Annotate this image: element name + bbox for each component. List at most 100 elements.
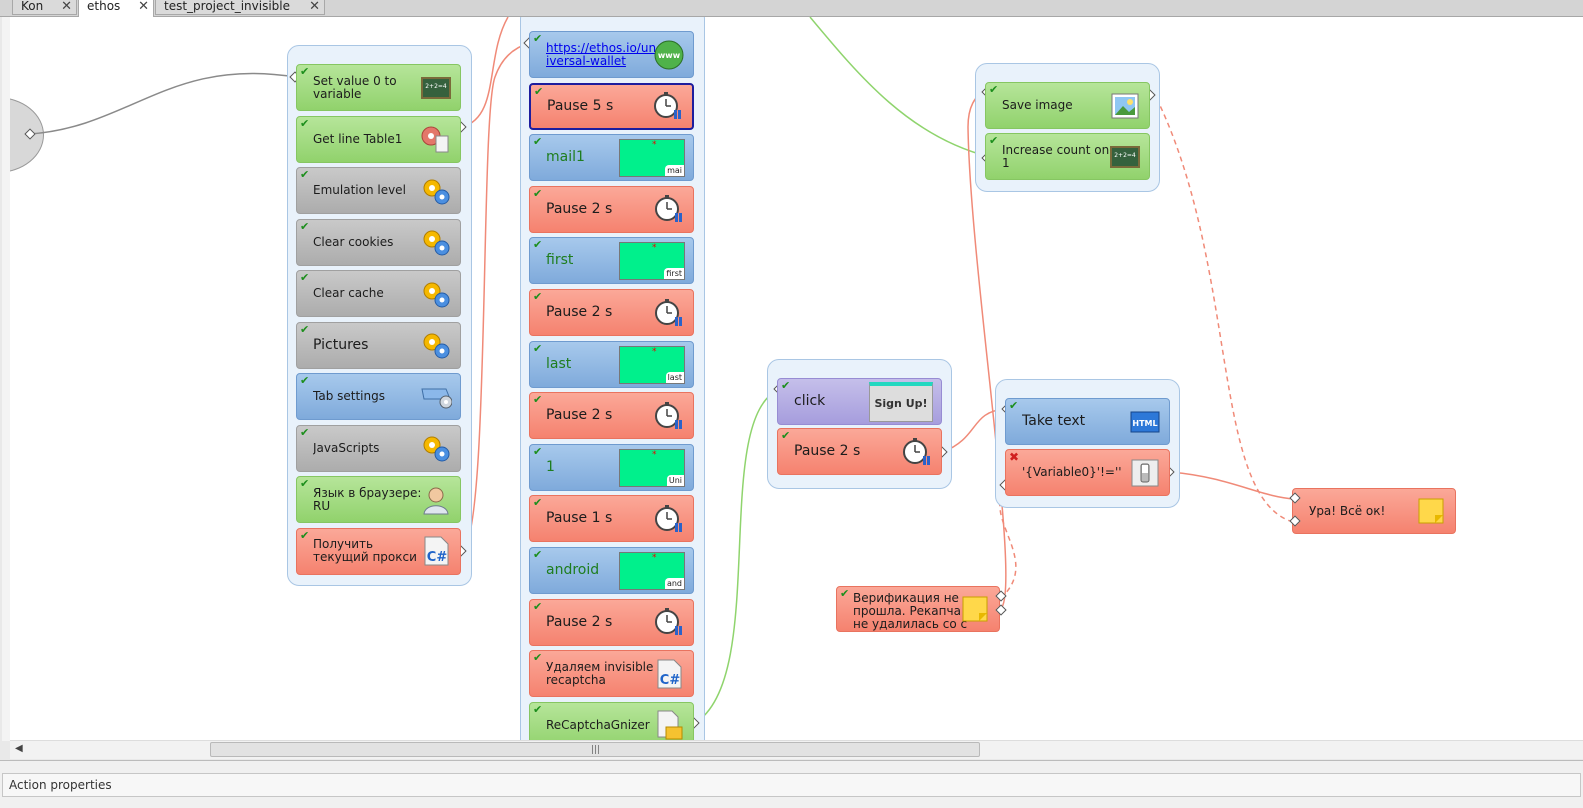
block-label: Pause 2 s (546, 304, 613, 320)
block-label: Save image (1002, 98, 1073, 112)
bottom-panel: Action properties (0, 760, 1583, 808)
link-proxy (461, 42, 531, 553)
group2-block[interactable]: ✔Pause 2 s (529, 185, 694, 233)
tab-bar: Kon ✕ ethos ✕ test_project_invisible ✕ (0, 0, 1583, 17)
gear-document-icon (420, 123, 452, 155)
group1-block[interactable]: ✔JavaScripts (296, 424, 461, 472)
block-label: Pause 2 s (546, 407, 613, 424)
check-icon: ✔ (300, 271, 310, 284)
group3-block[interactable]: ✔Pause 2 s (777, 428, 942, 475)
check-icon: ✔ (300, 374, 310, 387)
check-icon: ✔ (989, 134, 999, 147)
group1-block[interactable]: ✔Clear cache (296, 270, 461, 317)
chalkboard-icon: 2+2=4 (1109, 141, 1141, 173)
check-icon: ✔ (533, 290, 543, 303)
stopwatch-icon (653, 297, 685, 329)
check-icon: ✔ (1009, 399, 1019, 412)
check-icon: ✔ (300, 528, 310, 542)
group2-block[interactable]: ✔Pause 2 s (529, 289, 694, 336)
close-icon[interactable]: ✕ (309, 0, 320, 14)
block-label: Increase count on 1 (1002, 142, 1110, 170)
group2-block[interactable]: ✔mail1*mai (529, 134, 694, 182)
block-label: Ура! Всё ок! (1309, 503, 1386, 518)
fail-note-block[interactable]: ✔ Верификация не прошла. Рекапча не удал… (836, 586, 1000, 632)
block-label: click (794, 393, 826, 409)
block-label: Emulation level (313, 183, 406, 197)
group2-block[interactable]: ✔Pause 2 s (529, 598, 694, 646)
link-recaptcha (694, 388, 781, 724)
check-icon: ✔ (300, 425, 310, 439)
error-icon: ✖ (1009, 450, 1020, 464)
ok-note-block[interactable]: Ура! Всё ок! (1292, 488, 1456, 534)
group2-block[interactable]: ✔first*first (529, 237, 694, 285)
block-label: mail1 (546, 149, 585, 166)
tab-kon[interactable]: Kon ✕ (12, 0, 77, 15)
block-label: Удаляем invisible recaptcha (546, 659, 654, 687)
project-canvas[interactable]: Ура! Всё ок! ✔ Верификация не прошла. Ре… (2, 17, 1583, 741)
close-icon[interactable]: ✕ (138, 0, 149, 14)
stopwatch-icon (901, 436, 933, 468)
group2-block[interactable]: ✔android*and (529, 547, 694, 594)
required-marker: * (652, 243, 657, 254)
link-start (29, 72, 296, 135)
group2-block[interactable]: ✔last*last (529, 340, 694, 388)
check-icon: ✔ (300, 116, 310, 130)
block-label: Clear cookies (313, 234, 394, 249)
block-label: last (546, 355, 572, 372)
group2-block[interactable]: ✔1*Uni (529, 443, 694, 491)
group5-block[interactable]: ✖'{Variable0}'!='' (1005, 449, 1170, 496)
tab-test-project-invisible[interactable]: test_project_invisible ✕ (155, 0, 325, 15)
tab-ethos[interactable]: ethos ✕ (78, 0, 154, 17)
element-preview: *Uni (619, 448, 685, 487)
check-icon: ✔ (533, 238, 543, 252)
check-icon: ✔ (300, 477, 310, 490)
element-preview: *mai (619, 139, 685, 178)
check-icon: ✔ (533, 599, 543, 613)
action-properties-header[interactable]: Action properties (2, 773, 1581, 797)
group2-block[interactable]: ✔Pause 1 s (529, 495, 694, 543)
check-icon: ✔ (533, 32, 543, 45)
block-label: JavaScripts (313, 440, 380, 455)
check-icon: ✔ (533, 651, 543, 665)
required-marker: * (652, 449, 657, 460)
close-icon[interactable]: ✕ (61, 0, 72, 14)
horizontal-scrollbar[interactable]: ◀ ||| (10, 740, 1583, 759)
check-icon: ✔ (781, 429, 791, 442)
group2-block[interactable]: ✔Pause 2 s (529, 392, 694, 440)
group1-block[interactable]: ✔Язык в браузере: RU (296, 476, 461, 523)
link-ok-save (1154, 94, 1294, 523)
block-label: Tab settings (313, 389, 385, 403)
group1-block[interactable]: ✔Emulation level (296, 167, 461, 214)
check-icon: ✔ (533, 548, 543, 561)
csharp-icon: C# (653, 658, 685, 690)
gears-icon (420, 226, 452, 258)
scroll-thumb[interactable]: ||| (210, 742, 980, 757)
group1-block[interactable]: ✔Pictures (296, 321, 461, 369)
element-preview: *and (619, 552, 685, 590)
group1-block[interactable]: ✔Tab settings (296, 373, 461, 420)
group2-block[interactable]: ✔Pause 5 s (529, 82, 694, 130)
check-icon: ✔ (533, 393, 543, 407)
group1-block[interactable]: ✔Clear cookies (296, 218, 461, 266)
block-label: Take text (1022, 413, 1086, 429)
block-label: Pause 2 s (546, 613, 613, 630)
check-icon: ✔ (300, 322, 310, 336)
block-label: '{Variable0}'!='' (1022, 465, 1122, 479)
check-icon: ✔ (533, 186, 543, 200)
group1-block[interactable]: ✔Get line Table1 (296, 115, 461, 163)
scroll-left-icon[interactable]: ◀ (15, 743, 23, 754)
block-label: Pause 2 s (794, 443, 861, 459)
connection-lines (29, 17, 1296, 724)
group4-block[interactable]: ✔Save image (985, 82, 1150, 129)
element-preview: *first (619, 242, 685, 281)
group2-block[interactable]: ✔ReCaptchaGnizer (529, 701, 694, 741)
csharp-icon: C# (420, 535, 452, 567)
block-label: Верификация не прошла. Рекапча не удалил… (853, 591, 968, 631)
